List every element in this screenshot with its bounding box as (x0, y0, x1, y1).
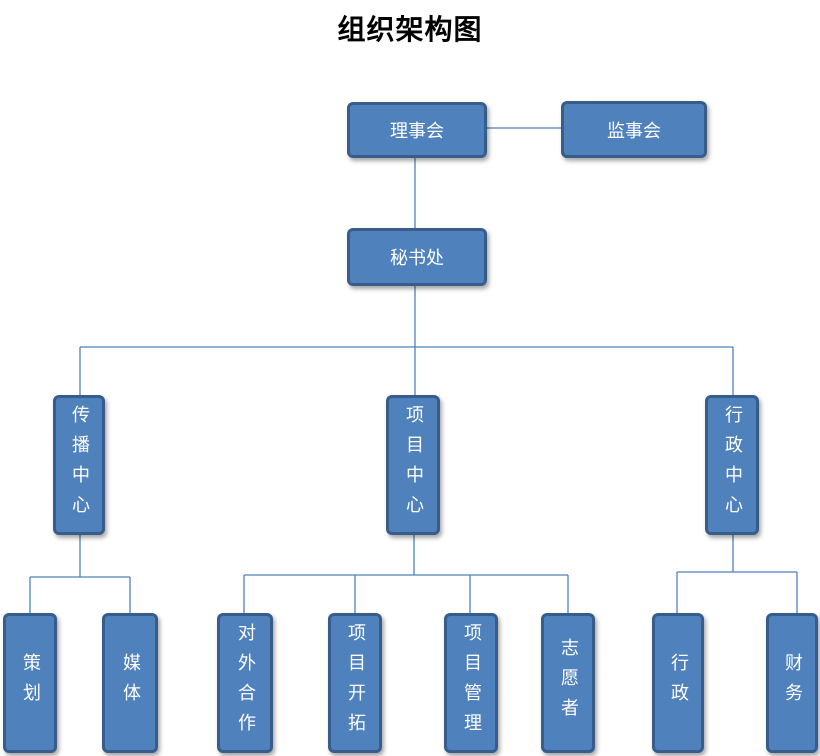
node-admin-center: 行政中心 (705, 395, 759, 535)
node-planning-label: 策划 (20, 653, 41, 713)
node-administration: 行政 (652, 613, 704, 753)
node-secretariat: 秘书处 (347, 228, 487, 286)
node-volunteers: 志愿者 (541, 613, 595, 753)
node-board: 理事会 (347, 102, 487, 158)
node-supervisors-label: 监事会 (607, 120, 661, 142)
node-administration-label: 行政 (668, 653, 689, 713)
node-supervisors: 监事会 (561, 101, 707, 158)
node-volunteers-label: 志愿者 (558, 638, 579, 728)
node-media-label: 媒体 (120, 653, 141, 713)
page-title: 组织架构图 (337, 13, 483, 46)
node-project-dev: 项目开拓 (328, 613, 382, 753)
node-finance: 财务 (766, 613, 818, 753)
node-planning: 策划 (3, 613, 57, 753)
node-external-coop-label: 对外合作 (235, 623, 256, 743)
node-project-dev-label: 项目开拓 (345, 623, 366, 743)
node-admin-center-label: 行政中心 (722, 405, 743, 525)
node-external-coop: 对外合作 (217, 613, 273, 753)
node-board-label: 理事会 (390, 121, 444, 142)
node-finance-label: 财务 (782, 653, 803, 713)
node-secretariat-label: 秘书处 (390, 248, 444, 269)
node-project-mgmt: 项目管理 (444, 613, 498, 753)
node-comms-center: 传播中心 (53, 395, 105, 535)
node-comms-center-label: 传播中心 (69, 405, 90, 525)
node-media: 媒体 (102, 613, 158, 753)
node-project-center-label: 项目中心 (403, 405, 424, 525)
node-project-center: 项目中心 (386, 395, 440, 535)
node-project-mgmt-label: 项目管理 (461, 623, 482, 743)
